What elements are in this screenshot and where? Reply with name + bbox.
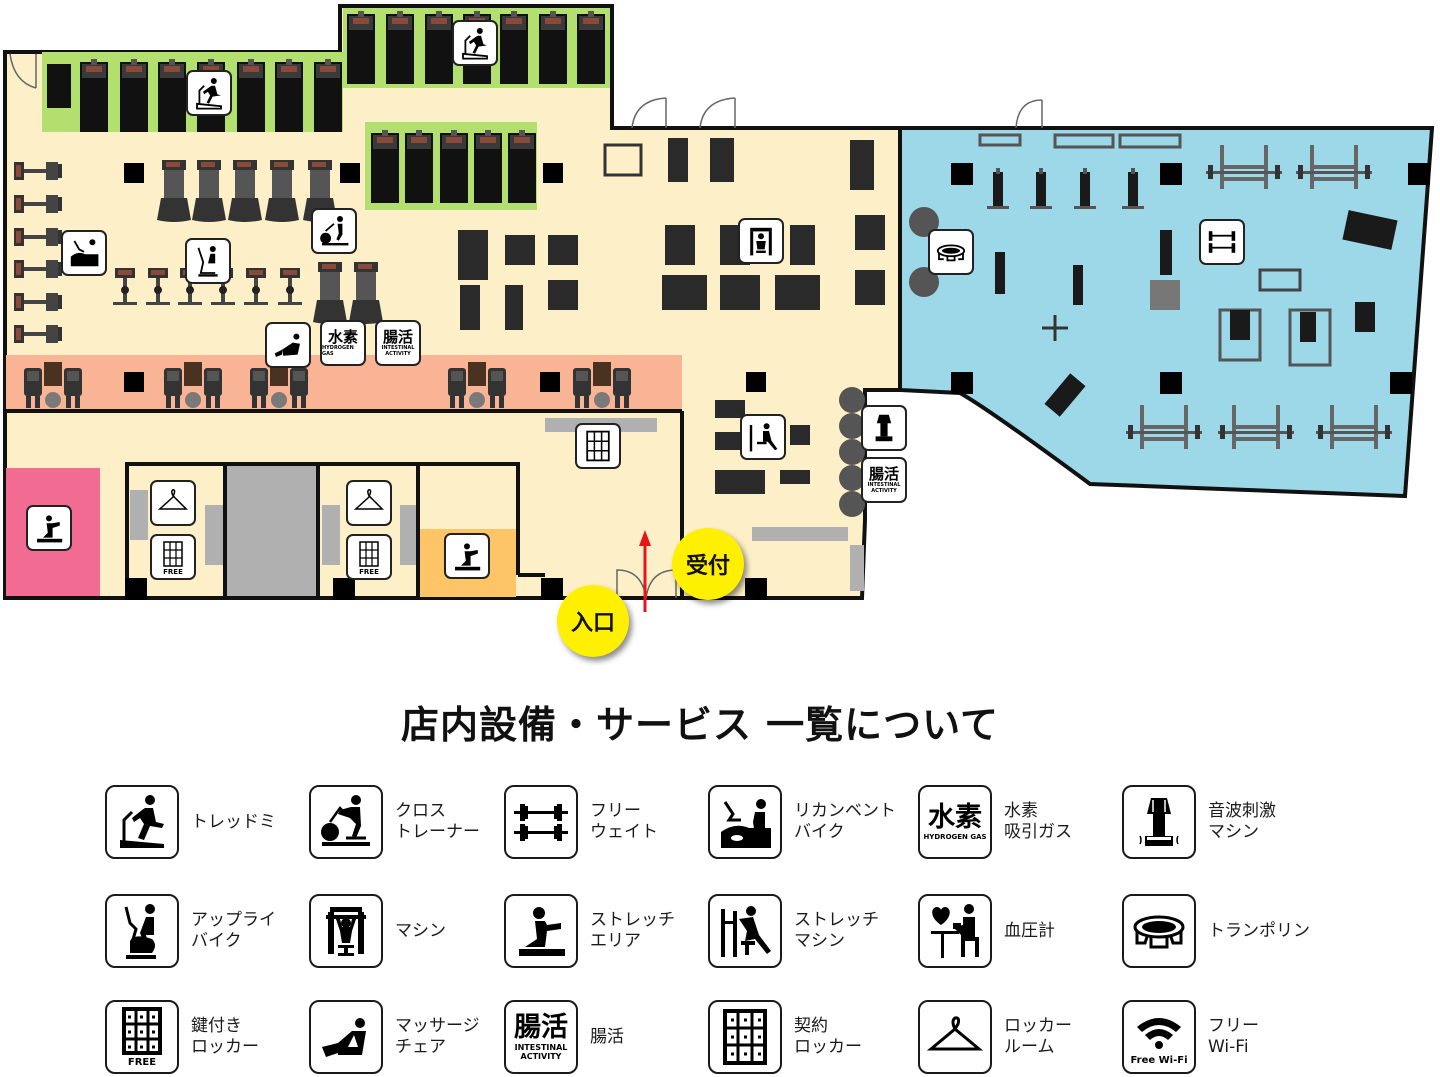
map-contract-locker-icon <box>575 423 621 469</box>
map-upright-bike-icon <box>185 238 231 284</box>
legend-label: 血圧計 <box>1004 920 1055 941</box>
legend-label: マッサージ チェア <box>395 1016 480 1057</box>
doors <box>9 53 1043 599</box>
legend-label: ストレッチ エリア <box>590 910 675 951</box>
legend-label: 音波刺激 マシン <box>1208 801 1276 842</box>
blood-pressure-icon <box>918 894 992 968</box>
legend-item: フリー ウェイト <box>504 785 658 859</box>
legend-label: ロッカー ルーム <box>1004 1016 1072 1057</box>
legend-title: 店内設備・サービス 一覧について <box>400 703 1000 747</box>
map-sonic-vibration-icon <box>861 405 907 451</box>
free-locker-icon: FREE <box>105 1000 179 1074</box>
treadmill-row-mid <box>371 130 536 203</box>
map-locker-room-icon-1 <box>150 480 196 526</box>
stretch-area-icon <box>504 894 578 968</box>
upright-bike-icon <box>105 894 179 968</box>
map-trampoline-icon <box>928 229 974 275</box>
legend-item: ストレッチ マシン <box>708 894 879 968</box>
treadmill-row-left <box>47 59 342 132</box>
free-weight-equipment <box>978 133 1398 449</box>
entrance-pin: 入口 <box>557 585 629 657</box>
legend-item: リカンベント バイク <box>708 785 896 859</box>
trampoline-icon <box>1122 894 1196 968</box>
legend-item: トレッドミ <box>105 785 276 859</box>
legend-item: Free Wi-Fi フリー Wi-Fi <box>1122 1000 1259 1074</box>
map-stretch-area-icon-pink <box>26 505 72 551</box>
legend-item: 契約 ロッカー <box>708 1000 862 1074</box>
legend-label: リカンベント バイク <box>794 801 896 842</box>
machine-icon <box>309 894 383 968</box>
legend-label: 水素 吸引ガス <box>1004 801 1072 842</box>
map-machine-icon <box>738 218 784 264</box>
legend-item: マシン <box>309 894 446 968</box>
map-massage-chair-icon <box>265 322 311 368</box>
legend-label: 腸活 <box>590 1026 624 1047</box>
legend-item: ストレッチ エリア <box>504 894 675 968</box>
cross-trainer-icon <box>309 785 383 859</box>
machine-area <box>458 138 885 494</box>
legend-label: フリー ウェイト <box>590 801 658 842</box>
corridor <box>225 466 317 596</box>
map-locker-room-icon-2 <box>346 480 392 526</box>
badge-sub-text: ACTIVITY <box>520 1052 562 1061</box>
legend-label: トレッドミ <box>191 811 276 832</box>
stretch-machine-icon <box>708 894 782 968</box>
badge-main-text: 水素 <box>928 801 982 833</box>
legend-label: トランポリン <box>1208 920 1310 941</box>
legend-label: クロス トレーナー <box>395 801 480 842</box>
free-weight-icon <box>504 785 578 859</box>
svg-text:FREE: FREE <box>128 1057 156 1067</box>
recumbent-bike-icon <box>708 785 782 859</box>
legend-label: 鍵付き ロッカー <box>191 1016 259 1057</box>
map-stretch-machine-icon <box>740 414 786 460</box>
legend-item: クロス トレーナー <box>309 785 480 859</box>
badge-main-text: 腸活 <box>514 1012 568 1043</box>
legend-item: 音波刺激 マシン <box>1122 785 1276 859</box>
map-free-locker-icon-2: FREE <box>346 534 392 580</box>
legend-label: フリー Wi-Fi <box>1208 1016 1259 1057</box>
massage-chair-icon <box>309 1000 383 1074</box>
map-recumbent-bike-icon <box>61 230 107 276</box>
legend-label: マシン <box>395 920 446 941</box>
treadmill-icon <box>105 785 179 859</box>
locker-room-icon <box>918 1000 992 1074</box>
badge-sub-text: INTESTINAL <box>514 1043 568 1052</box>
map-free-weight-icon <box>1199 219 1245 265</box>
legend-item: アップライ バイク <box>105 894 276 968</box>
map-treadmill-icon-2 <box>452 20 498 66</box>
map-cross-trainer-icon <box>311 208 357 254</box>
free-weight-zone <box>898 126 1435 499</box>
vibration-machines <box>839 207 939 517</box>
map-free-locker-icon-1: FREE <box>150 534 196 580</box>
legend-item: トランポリン <box>1122 894 1310 968</box>
svg-text:Free Wi-Fi: Free Wi-Fi <box>1130 1055 1187 1066</box>
legend-label: ストレッチ マシン <box>794 910 879 951</box>
floor-map <box>3 4 1435 612</box>
map-treadmill-icon-1 <box>186 70 232 116</box>
legend-item: マッサージ チェア <box>309 1000 480 1074</box>
contract-locker-icon <box>708 1000 782 1074</box>
legend-item: 血圧計 <box>918 894 1055 968</box>
reception-pin: 受付 <box>672 528 744 600</box>
sonic-vibration-icon <box>1122 785 1196 859</box>
legend-label: アップライ バイク <box>191 910 276 951</box>
legend-label: 契約 ロッカー <box>794 1016 862 1057</box>
legend-item: ロッカー ルーム <box>918 1000 1072 1074</box>
free-wifi-icon: Free Wi-Fi <box>1122 1000 1196 1074</box>
badge-sub-text: HYDROGEN GAS <box>923 832 987 841</box>
legend-item: FREE 鍵付き ロッカー <box>105 1000 259 1074</box>
map-stretch-area-icon-orange <box>444 533 490 579</box>
